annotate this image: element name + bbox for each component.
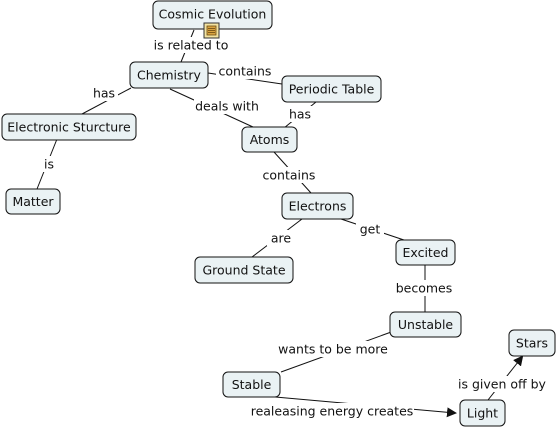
- node-electronic-structure[interactable]: Electronic Sturcture: [1, 113, 137, 141]
- node-label: Ground State: [202, 263, 285, 278]
- label-contains-periodic: contains: [219, 64, 272, 79]
- node-cosmic-evolution[interactable]: Cosmic Evolution: [152, 0, 273, 30]
- node-label: Unstable: [398, 317, 454, 332]
- label-realeasing-energy-creates: realeasing energy creates: [251, 404, 414, 419]
- node-electrons[interactable]: Electrons: [281, 192, 354, 220]
- document-icon[interactable]: [203, 22, 220, 39]
- label-is-related-to: is related to: [154, 38, 229, 53]
- node-light[interactable]: Light: [459, 399, 506, 427]
- label-wants-to-be-more: wants to be more: [278, 342, 388, 357]
- node-ground-state[interactable]: Ground State: [194, 256, 294, 284]
- node-periodic-table[interactable]: Periodic Table: [281, 75, 382, 103]
- node-label: Electrons: [289, 199, 347, 214]
- node-label: Stable: [232, 377, 272, 392]
- label-has-atoms: has: [289, 107, 311, 122]
- node-label: Electronic Sturcture: [7, 120, 131, 135]
- node-label: Periodic Table: [289, 82, 375, 97]
- label-is-given-off-by: is given off by: [458, 377, 547, 392]
- node-unstable[interactable]: Unstable: [389, 311, 462, 338]
- label-contains-electrons: contains: [263, 168, 316, 183]
- node-label: Matter: [12, 194, 54, 209]
- node-label: Light: [467, 406, 498, 421]
- label-is: is: [44, 157, 54, 172]
- node-matter[interactable]: Matter: [5, 188, 61, 215]
- label-deals-with: deals with: [195, 99, 259, 114]
- node-label: Excited: [403, 245, 449, 260]
- node-stable[interactable]: Stable: [222, 371, 281, 398]
- node-label: Cosmic Evolution: [159, 7, 267, 22]
- label-are: are: [271, 231, 292, 246]
- node-label: Atoms: [250, 132, 290, 147]
- node-atoms[interactable]: Atoms: [241, 126, 298, 153]
- node-chemistry[interactable]: Chemistry: [129, 61, 209, 89]
- node-label: Chemistry: [137, 68, 202, 83]
- label-has-electronic: has: [93, 86, 115, 101]
- label-get: get: [360, 222, 381, 237]
- node-label: Stars: [516, 336, 548, 351]
- label-becomes: becomes: [396, 281, 453, 296]
- node-stars[interactable]: Stars: [508, 329, 556, 357]
- link-labels: is related to contains has deals with ha…: [40, 37, 548, 419]
- node-excited[interactable]: Excited: [395, 239, 456, 266]
